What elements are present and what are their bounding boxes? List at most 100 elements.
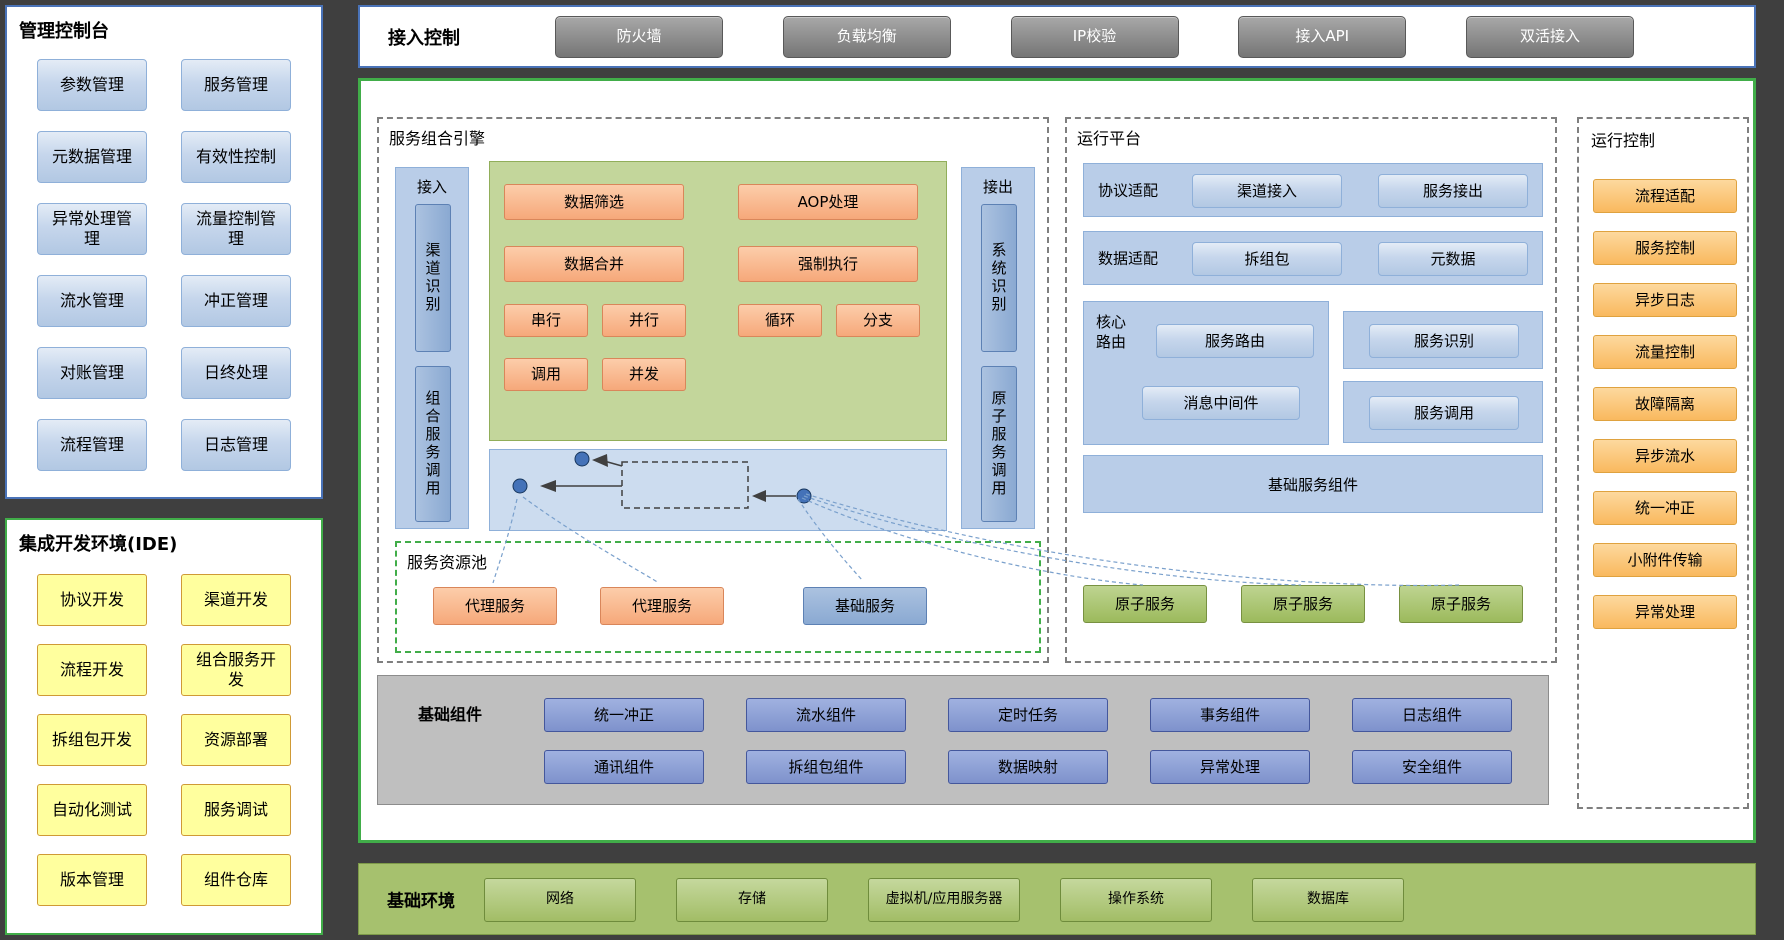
management-console-title: 管理控制台 [19, 21, 109, 42]
ops-button[interactable]: 串行 [504, 304, 588, 337]
atomic-service-button[interactable]: 原子服务 [1399, 585, 1523, 623]
ide-button[interactable]: 协议开发 [37, 574, 147, 626]
ide-button[interactable]: 流程开发 [37, 644, 147, 696]
component-button[interactable]: 异常处理 [1150, 750, 1310, 784]
ide-button[interactable]: 资源部署 [181, 714, 291, 766]
component-button[interactable]: 通讯组件 [544, 750, 704, 784]
mgmt-button[interactable]: 流量控制管理 [181, 203, 291, 255]
basic-components-title: 基础组件 [418, 705, 483, 724]
access-button[interactable]: IP校验 [1010, 15, 1179, 58]
inlet-label: 接入 [416, 178, 447, 196]
access-button[interactable]: 双活接入 [1466, 15, 1634, 58]
environment-button[interactable]: 数据库 [1252, 878, 1404, 922]
ide-button[interactable]: 组件仓库 [181, 854, 291, 906]
management-console-panel: 管理控制台 参数管理 服务管理 元数据管理 有效性控制 异常处理管理 流量控制管… [5, 5, 323, 499]
runtime-control-title: 运行控制 [1591, 131, 1656, 150]
ops-button[interactable]: 强制执行 [738, 246, 918, 282]
mgmt-button[interactable]: 日志管理 [181, 419, 291, 471]
mgmt-button[interactable]: 服务管理 [181, 59, 291, 111]
data-adapter-button[interactable]: 拆组包 [1192, 242, 1342, 276]
ide-panel: 集成开发环境(IDE) 协议开发 渠道开发 流程开发 组合服务开发 拆组包开发 … [5, 518, 323, 935]
component-button[interactable]: 统一冲正 [544, 698, 704, 732]
ops-button[interactable]: 循环 [738, 304, 822, 337]
outlet-button[interactable]: 原子服务调用 [981, 366, 1017, 522]
environment-button[interactable]: 操作系统 [1060, 878, 1212, 922]
mgmt-button[interactable]: 日终处理 [181, 347, 291, 399]
environment-button[interactable]: 存储 [676, 878, 828, 922]
flow-box [489, 449, 947, 531]
service-invoke-button[interactable]: 服务调用 [1369, 396, 1519, 430]
ops-button[interactable]: 数据筛选 [504, 184, 684, 220]
mgmt-button[interactable]: 有效性控制 [181, 131, 291, 183]
runtime-control-button[interactable]: 小附件传输 [1593, 543, 1737, 577]
runtime-control-button[interactable]: 统一冲正 [1593, 491, 1737, 525]
service-identify-button[interactable]: 服务识别 [1369, 324, 1519, 358]
runtime-control-button[interactable]: 故障隔离 [1593, 387, 1737, 421]
environment-button[interactable]: 虚拟机/应用服务器 [868, 878, 1020, 922]
runtime-control-button[interactable]: 异步日志 [1593, 283, 1737, 317]
component-button[interactable]: 事务组件 [1150, 698, 1310, 732]
core-routing-label: 核心路由 [1096, 313, 1127, 352]
component-button[interactable]: 安全组件 [1352, 750, 1512, 784]
main-platform-panel: 服务组合引擎 接入 渠道识别 组合服务调用 数据筛选 AOP处理 数据合并 强制… [358, 78, 1756, 843]
runtime-control-button[interactable]: 流程适配 [1593, 179, 1737, 213]
mgmt-button[interactable]: 对账管理 [37, 347, 147, 399]
proxy-service-button[interactable]: 代理服务 [600, 587, 724, 625]
ops-button[interactable]: 数据合并 [504, 246, 684, 282]
ide-button[interactable]: 服务调试 [181, 784, 291, 836]
access-button[interactable]: 接入API [1238, 15, 1407, 58]
atomic-service-button[interactable]: 原子服务 [1241, 585, 1365, 623]
component-button[interactable]: 定时任务 [948, 698, 1108, 732]
outlet-column: 接出 系统识别 原子服务调用 [961, 167, 1035, 529]
service-identify-panel: 服务识别 [1343, 311, 1543, 369]
ops-button[interactable]: 调用 [504, 358, 588, 391]
ops-button[interactable]: 并发 [602, 358, 686, 391]
access-control-title: 接入控制 [388, 28, 460, 49]
environment-button[interactable]: 网络 [484, 878, 636, 922]
inlet-button[interactable]: 组合服务调用 [415, 366, 451, 522]
mgmt-button[interactable]: 流程管理 [37, 419, 147, 471]
mgmt-button[interactable]: 异常处理管理 [37, 203, 147, 255]
mgmt-button[interactable]: 流水管理 [37, 275, 147, 327]
ide-button[interactable]: 版本管理 [37, 854, 147, 906]
resource-pool-box: 服务资源池 代理服务 代理服务 基础服务 [395, 541, 1041, 653]
inlet-button[interactable]: 渠道识别 [415, 204, 451, 352]
ide-button[interactable]: 渠道开发 [181, 574, 291, 626]
ide-button[interactable]: 组合服务开发 [181, 644, 291, 696]
protocol-button[interactable]: 渠道接入 [1192, 174, 1342, 208]
mgmt-button[interactable]: 冲正管理 [181, 275, 291, 327]
proxy-service-button[interactable]: 代理服务 [433, 587, 557, 625]
component-button[interactable]: 拆组包组件 [746, 750, 906, 784]
component-button[interactable]: 流水组件 [746, 698, 906, 732]
base-service-components-bar: 基础服务组件 [1083, 455, 1543, 513]
ide-grid: 协议开发 渠道开发 流程开发 组合服务开发 拆组包开发 资源部署 自动化测试 服… [37, 574, 291, 906]
ide-title: 集成开发环境(IDE) [19, 534, 178, 555]
component-button[interactable]: 数据映射 [948, 750, 1108, 784]
data-adapter-label: 数据适配 [1098, 249, 1159, 268]
outlet-label: 接出 [982, 178, 1013, 196]
ops-button[interactable]: AOP处理 [738, 184, 918, 220]
base-service-button[interactable]: 基础服务 [803, 587, 927, 625]
component-button[interactable]: 日志组件 [1352, 698, 1512, 732]
runtime-control-button[interactable]: 流量控制 [1593, 335, 1737, 369]
mgmt-button[interactable]: 参数管理 [37, 59, 147, 111]
core-routing-button[interactable]: 服务路由 [1156, 324, 1314, 358]
core-routing-button[interactable]: 消息中间件 [1142, 386, 1300, 420]
ops-button[interactable]: 分支 [836, 304, 920, 337]
basic-environment-title: 基础环境 [387, 891, 455, 912]
ide-button[interactable]: 自动化测试 [37, 784, 147, 836]
protocol-adapter-label: 协议适配 [1098, 181, 1159, 200]
engine-ops-box: 数据筛选 AOP处理 数据合并 强制执行 串行 并行 循环 分支 调用 并发 [489, 161, 947, 441]
protocol-button[interactable]: 服务接出 [1378, 174, 1528, 208]
ide-button[interactable]: 拆组包开发 [37, 714, 147, 766]
access-button[interactable]: 负载均衡 [782, 15, 951, 58]
runtime-control-button[interactable]: 异步流水 [1593, 439, 1737, 473]
mgmt-button[interactable]: 元数据管理 [37, 131, 147, 183]
runtime-control-button[interactable]: 异常处理 [1593, 595, 1737, 629]
data-adapter-button[interactable]: 元数据 [1378, 242, 1528, 276]
access-button[interactable]: 防火墙 [555, 15, 723, 58]
runtime-control-button[interactable]: 服务控制 [1593, 231, 1737, 265]
ops-button[interactable]: 并行 [602, 304, 686, 337]
outlet-button[interactable]: 系统识别 [981, 204, 1017, 352]
